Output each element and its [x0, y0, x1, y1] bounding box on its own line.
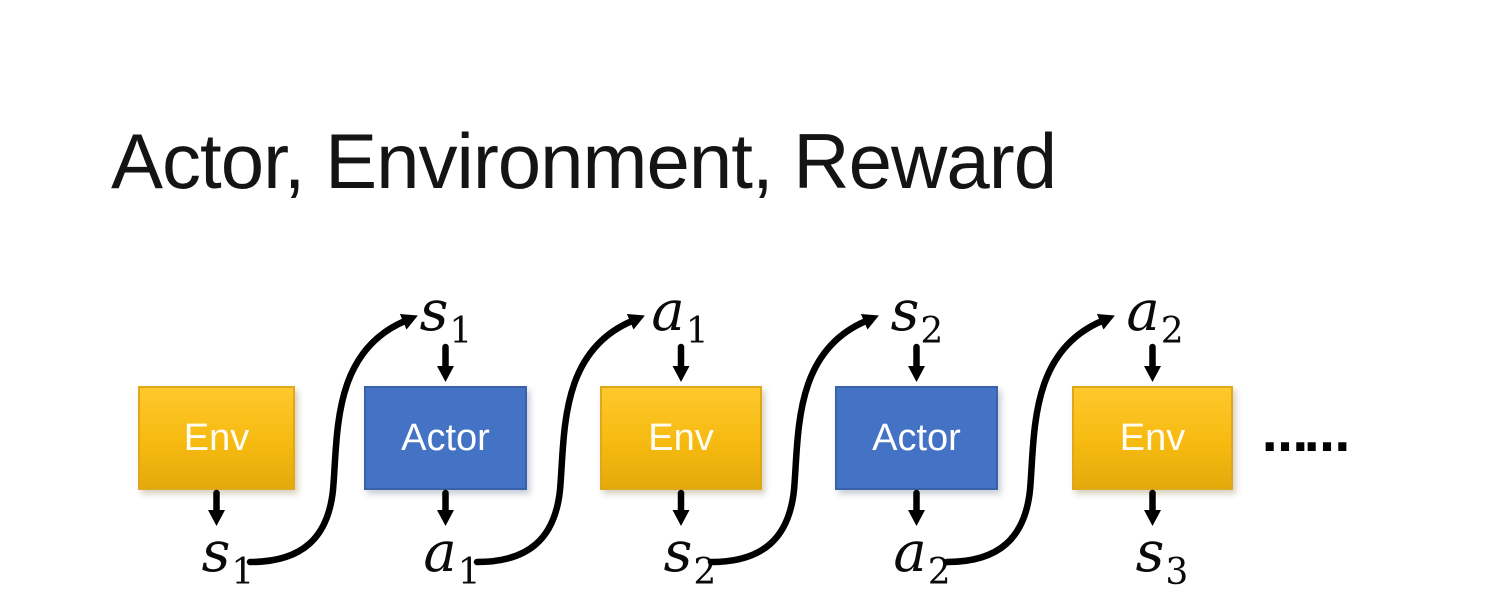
continuation-dots: …… [1262, 408, 1350, 462]
label-s2-bottom-base: s [663, 520, 693, 585]
label-s3-bottom: s3 [1136, 525, 1189, 591]
env-box-2-label: Env [648, 417, 714, 459]
label-s3-bottom-base: s [1135, 520, 1165, 585]
label-s1-top-sub: 1 [449, 311, 473, 352]
label-s2-top-base: s [890, 279, 920, 344]
label-a2-bottom: a2 [893, 525, 950, 591]
label-s2-bottom-sub: 2 [693, 552, 717, 593]
label-a1-bottom-base: a [423, 520, 457, 585]
label-a2-bottom-sub: 2 [927, 552, 951, 593]
label-s2-top-sub: 2 [920, 311, 944, 352]
label-s2-top: s2 [891, 284, 944, 350]
label-s1-bottom-base: s [201, 520, 231, 585]
label-s2-bottom: s2 [664, 525, 717, 591]
actor-box-1: Actor [364, 386, 527, 490]
label-a1-bottom: a1 [423, 525, 480, 591]
label-s1-bottom: s1 [202, 525, 255, 591]
env-box-1-label: Env [183, 417, 250, 459]
actor-box-2-label: Actor [872, 417, 961, 459]
env-box-3-label: Env [1119, 417, 1186, 459]
label-a1-top-sub: 1 [685, 311, 709, 352]
env-box-3: Env [1072, 386, 1233, 490]
label-s1-top: s1 [420, 284, 473, 350]
env-box-2: Env [600, 386, 762, 490]
slide-title: Actor, Environment, Reward [111, 117, 1057, 205]
actor-box-2: Actor [835, 386, 998, 490]
env-box-1: Env [138, 386, 295, 490]
label-s3-bottom-sub: 3 [1165, 552, 1189, 593]
label-a1-top: a1 [651, 284, 708, 350]
label-a1-bottom-sub: 1 [457, 552, 481, 593]
label-a2-top-base: a [1126, 279, 1160, 344]
label-s1-bottom-sub: 1 [231, 552, 255, 593]
label-a1-top-base: a [651, 279, 685, 344]
label-s1-top-base: s [419, 279, 449, 344]
label-a2-top: a2 [1126, 284, 1183, 350]
label-a2-top-sub: 2 [1160, 311, 1184, 352]
actor-box-1-label: Actor [401, 417, 490, 459]
label-a2-bottom-base: a [893, 520, 927, 585]
